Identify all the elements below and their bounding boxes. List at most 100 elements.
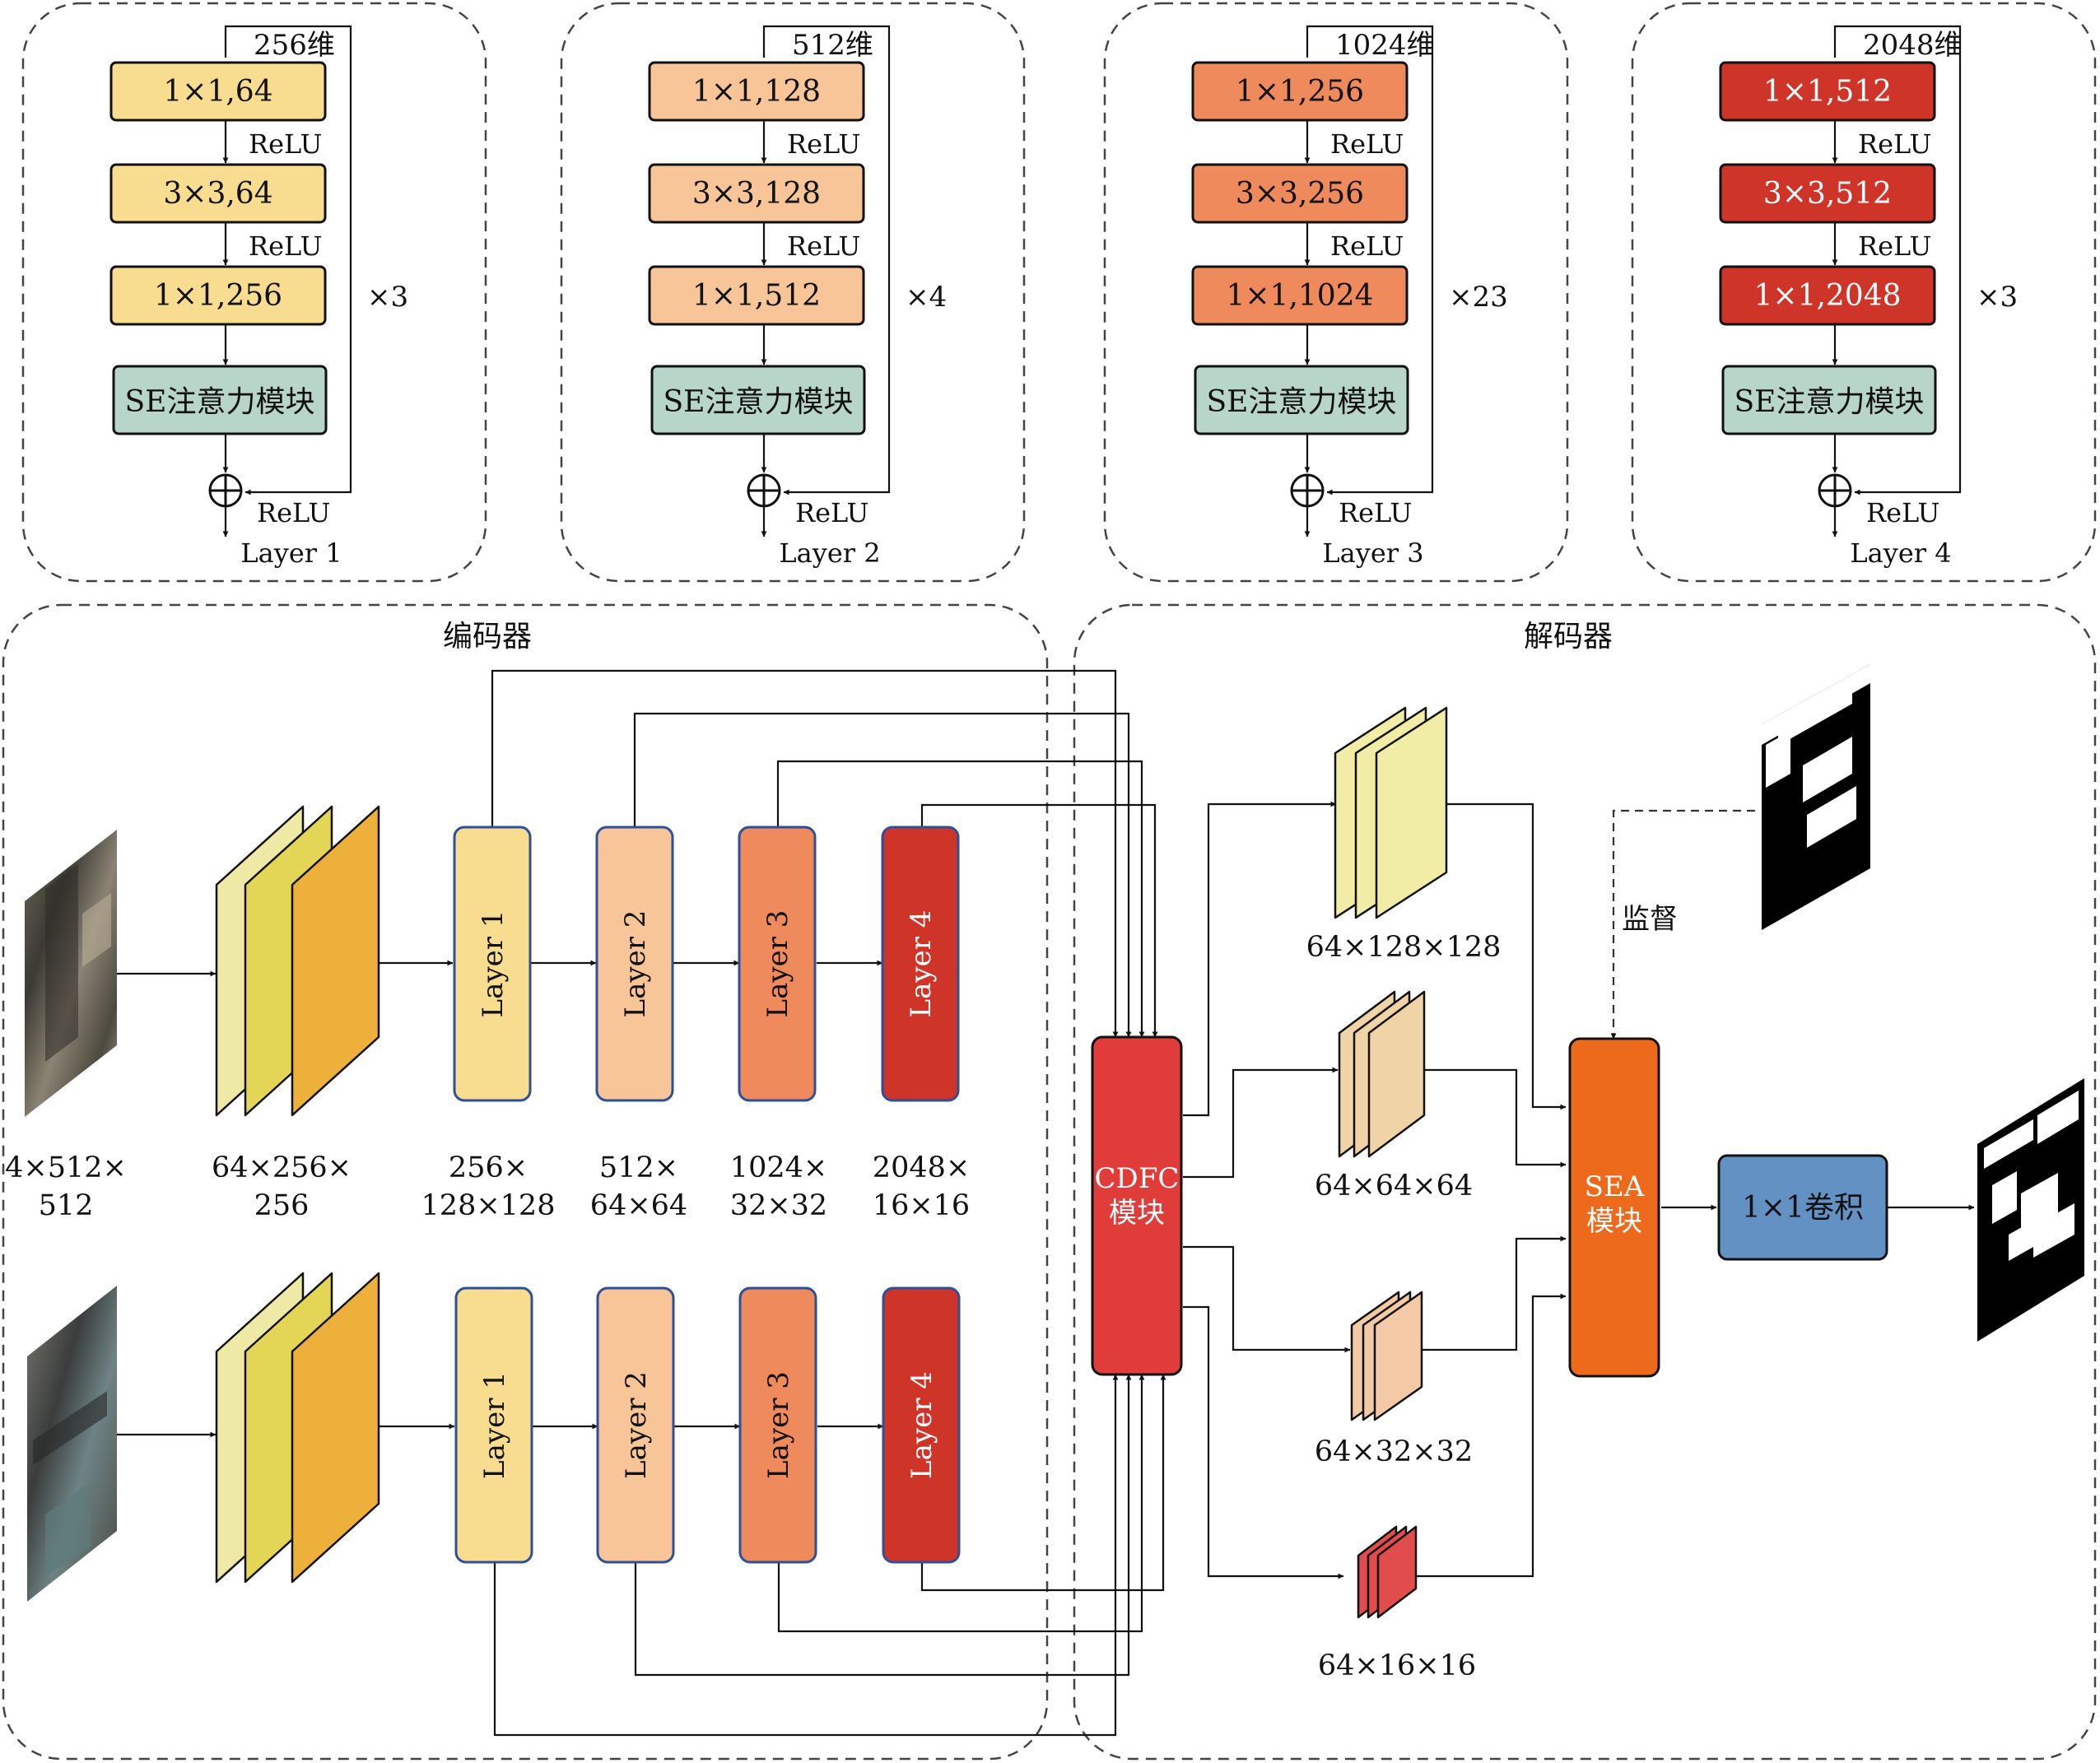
feature-sheet-3 [1375, 706, 1448, 919]
conv2-box [109, 163, 327, 224]
supervision-arrow [1610, 809, 1755, 1040]
relu-label: ReLU [249, 128, 323, 160]
layer-1-size-line2: 128×128 [421, 1189, 556, 1222]
layer-2-size: 512×64×64 [590, 1151, 687, 1222]
panel-frame [560, 2, 1026, 583]
conv1-box-label: 1×1,64 [163, 75, 272, 109]
panel-frame [21, 2, 487, 583]
layer-label: Layer 1 [477, 910, 510, 1018]
stem-size: 64×256× 256 [212, 1151, 352, 1222]
layer-box [595, 826, 674, 1102]
decoder-panel: 解码器 [1073, 603, 2097, 1761]
layer-label: Layer 2 [619, 910, 652, 1018]
se-attention-box [1194, 365, 1409, 435]
decoder-feature-2: 64×64×64 [1315, 990, 1473, 1202]
stem-size-line2: 256 [254, 1189, 310, 1222]
cdfc-label-line1: CDFC [1095, 1162, 1180, 1195]
decoder-feature-3: 64×32×32 [1315, 1291, 1473, 1468]
layer-name-label: Layer 3 [1322, 537, 1423, 569]
stem-stack-bottom [215, 1272, 380, 1584]
decoder-feature-1: 64×128×128 [1306, 706, 1502, 964]
layer-box [596, 1286, 675, 1564]
relu-label: ReLU [1330, 230, 1404, 262]
decoder-feature-stacks: 64×128×128 64×64×64 64×32×32 64×16×16 [1306, 706, 1502, 1682]
panel-frame [1103, 2, 1569, 583]
conv1-box [648, 61, 865, 122]
relu-label: ReLU [257, 497, 331, 528]
layer-detail-panels: 256维1×1,643×3,641×1,256SE注意力模块ReLUReLURe… [21, 2, 2097, 583]
conv-1x1-label: 1×1卷积 [1742, 1191, 1864, 1225]
layer-4-size: 2048×16×16 [873, 1151, 970, 1222]
conv2-box-label: 3×3,512 [1763, 177, 1892, 211]
conv1-box [1191, 61, 1409, 122]
stem-stack-top [215, 805, 380, 1117]
se-attention-box [1721, 365, 1937, 435]
conv1-box-label: 1×1,256 [1236, 75, 1364, 109]
relu-label: ReLU [787, 128, 861, 160]
conv3-box-label: 1×1,2048 [1753, 279, 1901, 313]
layer-4-size-line2: 16×16 [873, 1189, 970, 1222]
layer-detail-panel-4: 2048维1×1,5123×3,5121×1,2048SE注意力模块ReLURe… [1631, 2, 2097, 583]
layer-detail-panel-1: 256维1×1,643×3,641×1,256SE注意力模块ReLUReLURe… [21, 2, 487, 583]
conv2-box-label: 3×3,128 [692, 177, 821, 211]
relu-label: ReLU [1330, 128, 1404, 160]
ground-truth-mask [1762, 664, 1870, 930]
decoder-feature-4: 64×16×16 [1318, 1525, 1476, 1682]
layer-box [738, 826, 817, 1102]
stem-size-line1: 64×256× [212, 1151, 352, 1184]
input-size: 4×512×512 [5, 1151, 127, 1222]
layer-label: Layer 4 [906, 1371, 938, 1479]
encoder-layers: Layer 1 Layer 2 Layer 3 Layer 4 Layer 1 Layer… [453, 826, 961, 1564]
repeat-count-label: ×23 [1449, 281, 1508, 314]
layer-label: Layer 1 [478, 1371, 511, 1479]
sea-label-line2: 模块 [1586, 1205, 1642, 1238]
layer-3-size: 1024×32×32 [730, 1151, 827, 1222]
layer-box [881, 826, 960, 1102]
encoder-size-labels: 4×512×512 64×256× 256 256×128×128 512×64×64 1… [5, 1151, 970, 1222]
layer-box [453, 826, 532, 1102]
encoder-layer-4-bottom: Layer 4 [882, 1286, 961, 1564]
feature-size-label: 64×16×16 [1318, 1649, 1476, 1682]
relu-label: ReLU [1339, 497, 1413, 528]
layer-2-size-line2: 64×64 [590, 1189, 687, 1222]
input-image-bottom [27, 1286, 117, 1602]
se-attention-label: SE注意力模块 [1207, 385, 1397, 419]
feature-size-label: 64×128×128 [1306, 931, 1502, 964]
layer-label: Layer 2 [620, 1371, 653, 1479]
relu-label: ReLU [1858, 128, 1932, 160]
supervision-label: 监督 [1622, 903, 1678, 936]
encoder-layer-3-top: Layer 3 [738, 826, 817, 1102]
residual-path [762, 25, 891, 495]
conv2-box [648, 163, 865, 224]
feature-size-label: 64×32×32 [1315, 1435, 1473, 1468]
conv3-box [648, 265, 865, 326]
se-attention-label: SE注意力模块 [125, 385, 315, 419]
se-attention-box [112, 365, 328, 435]
relu-label: ReLU [787, 230, 861, 262]
conv2-box [1719, 163, 1936, 224]
repeat-count-label: ×3 [367, 281, 408, 314]
relu-label: ReLU [249, 230, 323, 262]
se-attention-box [650, 365, 866, 435]
encoder-layer-2-top: Layer 2 [595, 826, 674, 1102]
layer-1-size: 256×128×128 [421, 1151, 556, 1222]
layer-box [454, 1286, 533, 1564]
layer-box [882, 1286, 961, 1564]
layer-name-label: Layer 1 [240, 537, 342, 569]
feature-size-label: 64×64×64 [1315, 1170, 1473, 1202]
skip-connections [117, 669, 1975, 1737]
relu-label: ReLU [1866, 497, 1940, 528]
decoder-title: 解码器 [1524, 620, 1613, 654]
se-attention-label: SE注意力模块 [1734, 385, 1925, 419]
residual-path [224, 25, 352, 495]
output-mask [1977, 1078, 2084, 1342]
conv1-box [109, 61, 327, 122]
conv3-box-label: 1×1,1024 [1226, 279, 1373, 313]
sea-module: SEA 模块 [1568, 1037, 1660, 1378]
input-dim-label: 512维 [792, 29, 873, 62]
conv3-box [1191, 265, 1409, 326]
repeat-count-label: ×4 [906, 281, 947, 314]
input-size-line1: 4×512× [5, 1151, 127, 1184]
relu-label: ReLU [795, 497, 869, 528]
